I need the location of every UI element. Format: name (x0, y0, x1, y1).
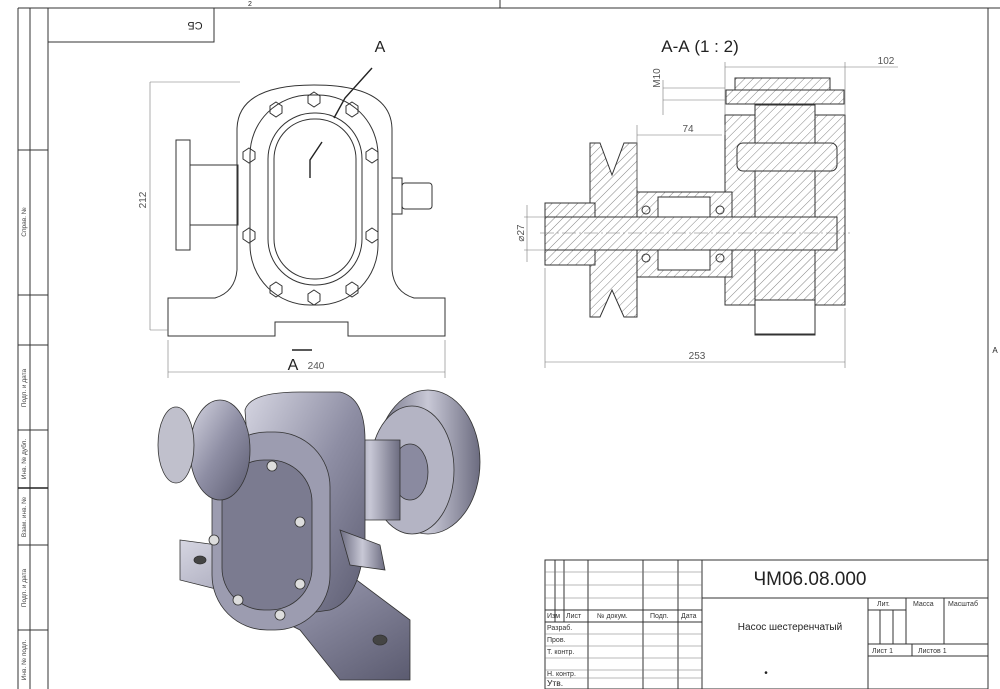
section-title: А-А (1 : 2) (661, 37, 738, 56)
inv-podl-label: Инв. № подл. (21, 640, 28, 681)
lit-label: Лит. (877, 601, 890, 608)
section-view (524, 62, 898, 368)
col-podp: Подп. (650, 613, 669, 620)
row-prov: Пров. (547, 637, 566, 644)
section-mark-bottom: A (288, 357, 299, 374)
section-mark-top: A (375, 39, 386, 56)
dim-74: 74 (682, 124, 694, 135)
top-stamp: СБ (187, 19, 202, 31)
front-view (149, 67, 446, 378)
row-nkontr: Н. контр. (547, 671, 576, 678)
row-utv: Утв. (547, 678, 563, 688)
sheets-total: Листов 1 (918, 648, 947, 655)
dim-253: 253 (689, 351, 706, 362)
podp-data-label-2: Подп. и дата (21, 568, 28, 607)
dim-diameter: ⌀27 (516, 224, 527, 242)
dim-height: 212 (138, 191, 149, 208)
left-strip-labels: Справ. № Подп. и дата Инв. № дубл. Взам.… (20, 207, 28, 680)
vzam-inv-label: Взам. инв. № (21, 497, 28, 537)
col-data: Дата (681, 613, 697, 620)
col-list: Лист (566, 613, 582, 620)
dot-mark: • (764, 668, 768, 679)
sheet-number: Лист 1 (872, 648, 893, 655)
product-name: Насос шестеренчатый (738, 622, 842, 633)
dim-m10: M10 (652, 68, 663, 88)
title-block (544, 559, 989, 689)
massa-label: Масса (913, 601, 934, 608)
designation: ЧМ06.08.000 (753, 569, 866, 590)
col-izm: Изм (547, 613, 560, 620)
podp-data-label: Подп. и дата (21, 368, 28, 407)
sprav-label: Справ. № (21, 207, 28, 237)
masshtab-label: Масштаб (948, 600, 978, 608)
isometric-view (157, 389, 481, 681)
inv-dubl-label: Инв. № дубл. (20, 439, 28, 479)
zone-number: 2 (248, 1, 252, 8)
zone-letter: A (992, 346, 998, 355)
col-doc: № докум. (597, 613, 628, 620)
row-razrab: Разраб. (547, 624, 572, 632)
sheet-frame (17, 0, 1000, 689)
dim-width: 240 (308, 361, 325, 372)
row-tkontr: Т. контр. (547, 649, 574, 656)
dim-102: 102 (878, 56, 895, 67)
